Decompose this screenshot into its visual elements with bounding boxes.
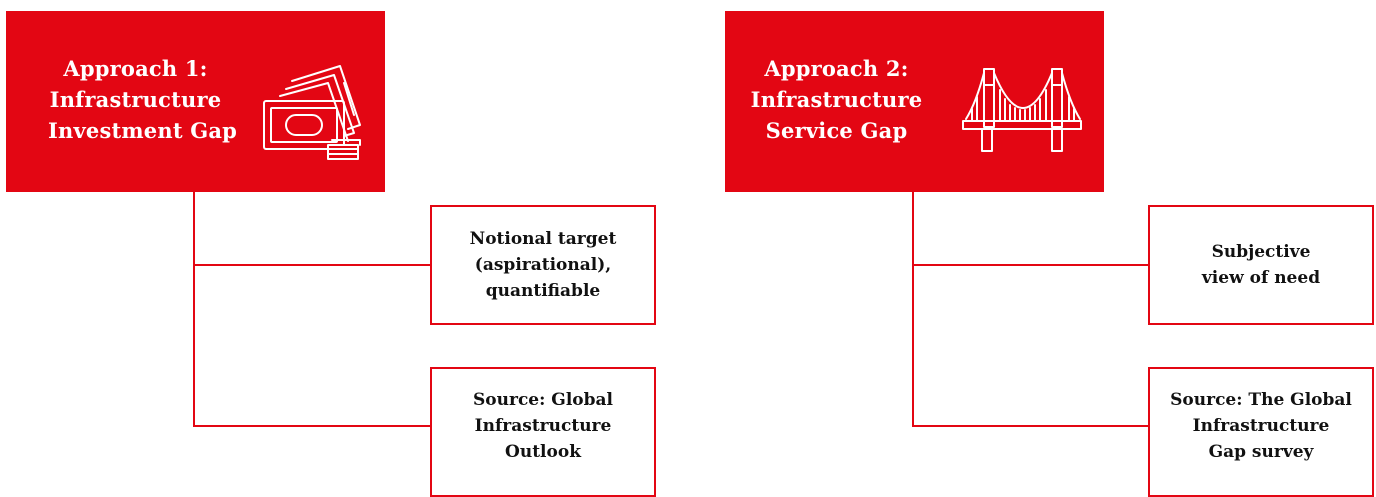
title-line: Investment Gap (48, 118, 238, 143)
approach-2-box-1: Subjective view of need (1148, 205, 1374, 325)
box-line: Infrastructure (1192, 416, 1330, 436)
title-line: Approach 2: (764, 56, 909, 81)
approach-2-branch-2 (912, 425, 1149, 427)
approach-1-connector (193, 192, 195, 427)
approach-1-box-2: Source: Global Infrastructure Outlook (430, 367, 656, 497)
box-text: Notional target (aspirational), quantifi… (470, 226, 617, 304)
approach-1-title: Approach 1: Infrastructure Investment Ga… (48, 53, 238, 146)
approach-1-branch-2 (193, 425, 431, 427)
title-line: Infrastructure (750, 87, 923, 112)
box-text: Source: The Global Infrastructure Gap su… (1170, 387, 1352, 465)
approach-1-branch-1 (193, 264, 431, 266)
box-line: view of need (1201, 268, 1321, 288)
box-line: Infrastructure (474, 416, 612, 436)
approach-2-title: Approach 2: Infrastructure Service Gap (749, 53, 924, 146)
box-line: Subjective (1211, 242, 1311, 262)
box-line: (aspirational), (474, 255, 612, 275)
approach-2-box-2: Source: The Global Infrastructure Gap su… (1148, 367, 1374, 497)
title-line: Approach 1: (63, 56, 208, 81)
approach-1-box-1: Notional target (aspirational), quantifi… (430, 205, 656, 325)
approach-1-header: Approach 1: Infrastructure Investment Ga… (6, 11, 385, 192)
title-line: Service Gap (765, 118, 908, 143)
approach-2-branch-1 (912, 264, 1149, 266)
box-line: Source: Global (473, 390, 613, 410)
box-text: Source: Global Infrastructure Outlook (473, 387, 613, 465)
money-stack-icon (263, 65, 361, 160)
box-text: Subjective view of need (1202, 239, 1320, 291)
approach-2-header: Approach 2: Infrastructure Service Gap (725, 11, 1104, 192)
approach-2-connector (912, 192, 914, 427)
box-line: Gap survey (1208, 442, 1314, 462)
box-line: Source: The Global (1170, 390, 1352, 410)
bridge-icon (962, 68, 1082, 152)
title-line: Infrastructure (49, 87, 222, 112)
box-line: Notional target (469, 229, 617, 249)
box-line: quantifiable (485, 281, 601, 301)
box-line: Outlook (505, 442, 581, 462)
